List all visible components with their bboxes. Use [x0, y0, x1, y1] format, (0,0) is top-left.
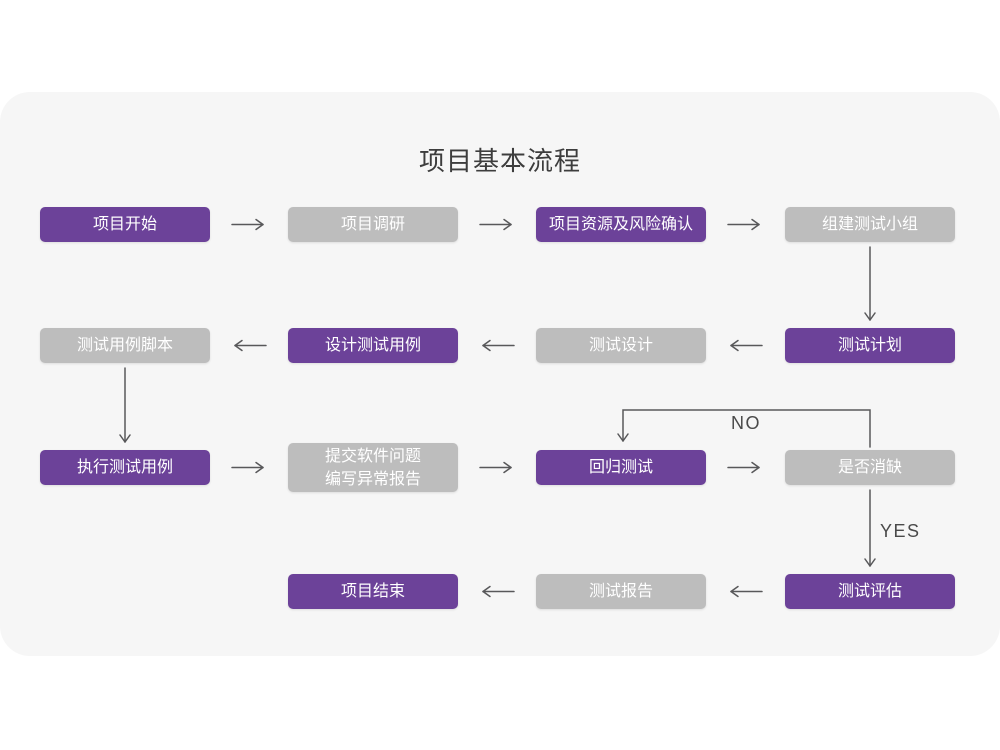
- node-label: 项目结束: [340, 583, 405, 600]
- node-label-line1: 提交软件问题: [324, 447, 421, 465]
- node-label: 组建测试小组: [821, 216, 918, 233]
- node-label: 设计测试用例: [324, 337, 421, 354]
- node-defect-resolved: 是否消缺: [785, 450, 955, 485]
- node-resources-risk-confirm: 项目资源及风险确认: [536, 207, 706, 242]
- node-label: 测试计划: [837, 337, 902, 354]
- node-test-report: 测试报告: [536, 574, 706, 609]
- node-design-test-cases: 设计测试用例: [288, 328, 458, 363]
- node-label: 执行测试用例: [76, 459, 173, 476]
- node-test-evaluation: 测试评估: [785, 574, 955, 609]
- node-label: 测试设计: [588, 337, 653, 354]
- node-test-plan: 测试计划: [785, 328, 955, 363]
- node-label: 是否消缺: [837, 459, 902, 476]
- node-project-start: 项目开始: [40, 207, 210, 242]
- flowchart-card: [0, 92, 1000, 656]
- node-project-end: 项目结束: [288, 574, 458, 609]
- branch-label-yes: YES: [880, 521, 921, 541]
- node-label: 回归测试: [588, 459, 653, 476]
- node-test-case-scripts: 测试用例脚本: [40, 328, 210, 363]
- node-form-test-team: 组建测试小组: [785, 207, 955, 242]
- node-execute-test-cases: 执行测试用例: [40, 450, 210, 485]
- node-label: 项目开始: [92, 216, 157, 233]
- node-test-design: 测试设计: [536, 328, 706, 363]
- node-label: 测试报告: [588, 583, 653, 600]
- node-label: 测试用例脚本: [76, 337, 173, 354]
- node-label: 项目调研: [340, 216, 405, 233]
- branch-label-no: NO: [731, 413, 761, 433]
- node-label: 项目资源及风险确认: [548, 216, 693, 233]
- page-title: 项目基本流程: [418, 146, 581, 176]
- node-label: 测试评估: [837, 583, 902, 600]
- node-project-research: 项目调研: [288, 207, 458, 242]
- node-label-line2: 编写异常报告: [324, 470, 421, 488]
- node-submit-issues-report: 提交软件问题 编写异常报告: [288, 443, 458, 492]
- node-regression-test: 回归测试: [536, 450, 706, 485]
